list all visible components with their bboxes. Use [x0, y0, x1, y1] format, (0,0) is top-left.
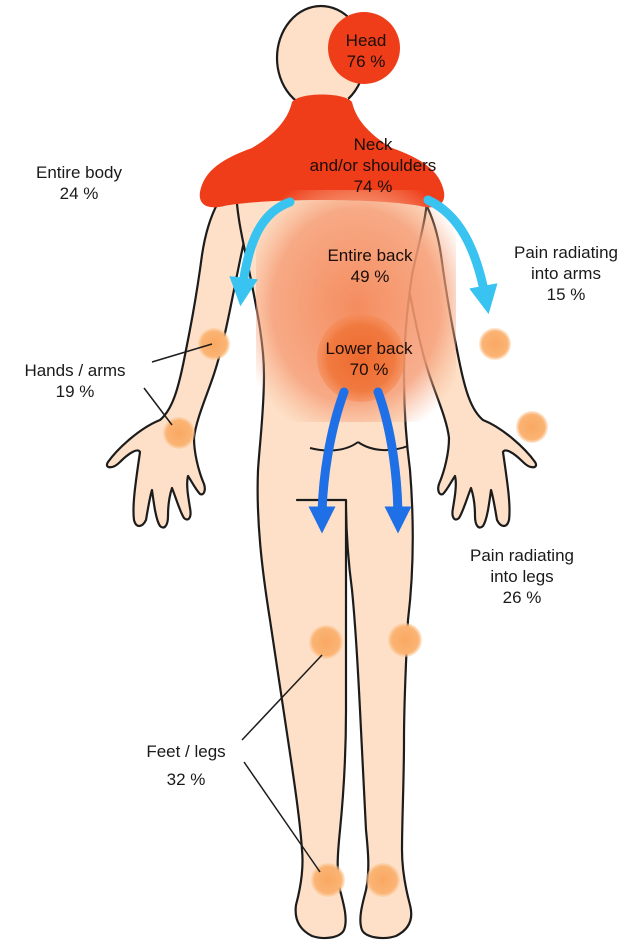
neck-label: Neck and/or shoulders 74 %	[278, 134, 468, 197]
legs-radiating-line2: into legs	[446, 566, 598, 587]
entire-body-value: 24 %	[14, 183, 144, 204]
right-ankle-spot	[366, 863, 400, 897]
entire-body-name: Entire body	[14, 162, 144, 183]
lower-back-name: Lower back	[300, 338, 438, 359]
arms-radiating-line2: into arms	[494, 263, 638, 284]
arms-radiating-value: 15 %	[494, 284, 638, 305]
legs-radiating-callout: Pain radiating into legs 26 %	[446, 545, 598, 608]
right-knee-spot	[388, 623, 422, 657]
arms-radiating-callout: Pain radiating into arms 15 %	[494, 242, 638, 305]
left-wrist-spot	[163, 417, 195, 449]
neck-name-line2: and/or shoulders	[278, 155, 468, 176]
left-arm	[107, 170, 252, 528]
arms-radiating-line1: Pain radiating	[494, 242, 638, 263]
lower-back-label: Lower back 70 %	[300, 338, 438, 380]
feet-legs-callout: Feet / legs 32 %	[124, 738, 248, 794]
head-value: 76 %	[334, 51, 398, 72]
hands-arms-name: Hands / arms	[6, 360, 144, 381]
lower-back-value: 70 %	[300, 359, 438, 380]
head-name: Head	[334, 30, 398, 51]
entire-body-callout: Entire body 24 %	[14, 162, 144, 204]
head-label: Head 76 %	[334, 30, 398, 72]
neck-value: 74 %	[278, 176, 468, 197]
legs-radiating-value: 26 %	[446, 587, 598, 608]
entire-back-label: Entire back 49 %	[300, 245, 440, 287]
neck-name-line1: Neck	[278, 134, 468, 155]
right-wrist-spot	[516, 411, 548, 443]
hands-arms-value: 19 %	[6, 381, 144, 402]
feet-legs-name: Feet / legs	[124, 738, 248, 766]
feet-legs-value: 32 %	[124, 766, 248, 794]
leader-hands-wrist	[144, 388, 172, 425]
legs-radiating-line1: Pain radiating	[446, 545, 598, 566]
left-elbow-spot	[198, 328, 230, 360]
entire-back-value: 49 %	[300, 266, 440, 287]
entire-back-name: Entire back	[300, 245, 440, 266]
left-knee-spot	[309, 625, 343, 659]
right-elbow-spot	[479, 328, 511, 360]
left-ankle-spot	[311, 863, 345, 897]
hands-arms-callout: Hands / arms 19 %	[6, 360, 144, 402]
